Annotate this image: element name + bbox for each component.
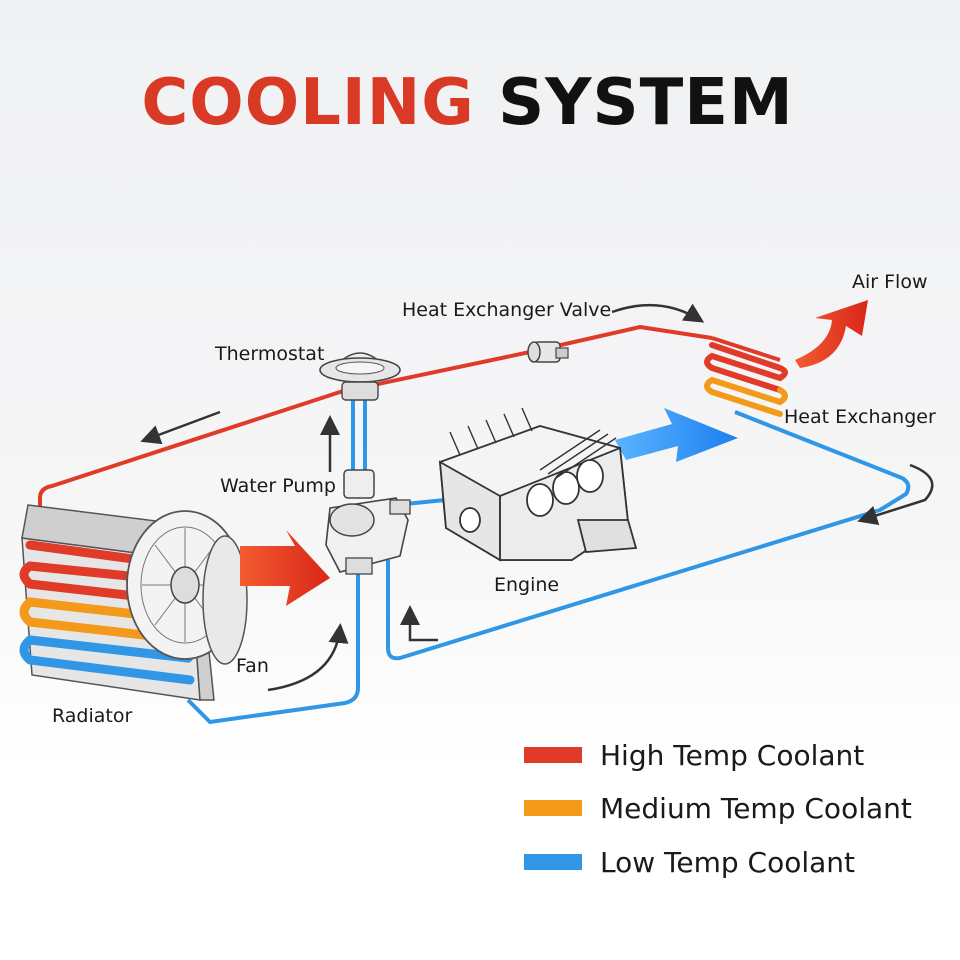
fan xyxy=(126,510,248,665)
label-radiator: Radiator xyxy=(52,705,132,727)
engine-airflow-arrow xyxy=(615,408,738,462)
flow-arrow-fan xyxy=(267,623,349,692)
label-heat-exchanger-valve: Heat Exchanger Valve xyxy=(402,299,611,321)
flow-arrow-top-left xyxy=(140,410,221,445)
heat-exchanger-coil-high xyxy=(704,342,788,393)
water-pump xyxy=(325,469,411,575)
legend-swatch-low xyxy=(524,854,582,870)
legend-label-high: High Temp Coolant xyxy=(600,738,865,772)
legend-label-low: Low Temp Coolant xyxy=(600,845,856,879)
title-word: SYSTEM xyxy=(498,66,794,140)
heat-exchanger xyxy=(704,342,788,417)
flow-arrow-valve xyxy=(611,303,705,323)
label-air-flow: Air Flow xyxy=(852,271,928,293)
legend-swatch-high xyxy=(524,747,582,763)
legend-item-high: High Temp Coolant xyxy=(524,738,865,772)
legend-swatch-medium xyxy=(524,800,582,816)
engine xyxy=(438,407,638,562)
flow-arrows xyxy=(140,303,934,692)
flow-arrow-right-loop xyxy=(857,463,934,525)
label-thermostat: Thermostat xyxy=(214,343,324,365)
thermostat xyxy=(319,352,401,401)
high-temp-pipe xyxy=(38,325,781,510)
heat-exchanger-coil-medium xyxy=(704,376,788,417)
label-fan: Fan xyxy=(236,655,269,677)
label-engine: Engine xyxy=(494,574,559,596)
air-flow-arrow xyxy=(795,300,868,368)
fan-airflow-arrow xyxy=(240,530,330,606)
heat-exchanger-valve xyxy=(527,341,569,363)
legend-item-low: Low Temp Coolant xyxy=(524,845,856,879)
page-title: COOLING SYSTEM xyxy=(0,66,935,140)
legend-item-medium: Medium Temp Coolant xyxy=(524,791,912,825)
label-heat-exchanger: Heat Exchanger xyxy=(784,406,936,428)
label-water-pump: Water Pump xyxy=(220,475,336,497)
legend-label-medium: Medium Temp Coolant xyxy=(600,791,912,825)
title-accent-word: COOLING xyxy=(141,66,475,140)
flow-arrow-engine-return xyxy=(400,605,438,642)
